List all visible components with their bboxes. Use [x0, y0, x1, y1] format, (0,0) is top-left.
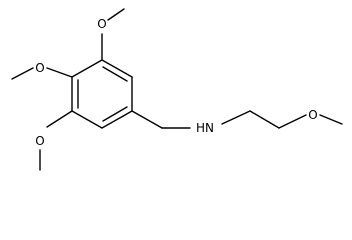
bond-c-c: [249, 110, 280, 129]
amine-label: HN: [196, 121, 214, 135]
molecule-canvas: O O O HN O: [11, 8, 343, 171]
oxygen-label-chain: O: [308, 108, 317, 122]
ring-bond-c1-c2: [71, 59, 103, 78]
ring-bond-c3-c4: [71, 110, 103, 129]
ring-bond-c6-c1-inner: [102, 66, 128, 82]
ring-bond-c4-c5: [101, 110, 133, 129]
ring-bond-c4-c5-inner: [102, 106, 128, 122]
ring-bond-c6-c1: [101, 59, 133, 78]
bond-n-c: [221, 110, 251, 125]
bonds: [11, 8, 343, 171]
oxygen-label-middle: O: [35, 61, 44, 75]
bond-c5-ch2: [131, 110, 163, 129]
bond-o1-me: [107, 8, 125, 21]
oxygen-label-top: O: [97, 17, 106, 31]
bond-o4-me: [319, 114, 343, 125]
bond-o2-me: [11, 67, 34, 80]
oxygen-label-lower: O: [35, 134, 44, 148]
bond-c-o4: [278, 114, 307, 129]
bond-c2-o2: [46, 67, 73, 78]
atom-labels: O O O HN O: [35, 17, 317, 148]
structure-drawing: O O O HN O: [11, 8, 343, 171]
bond-c3-o3: [46, 110, 73, 128]
